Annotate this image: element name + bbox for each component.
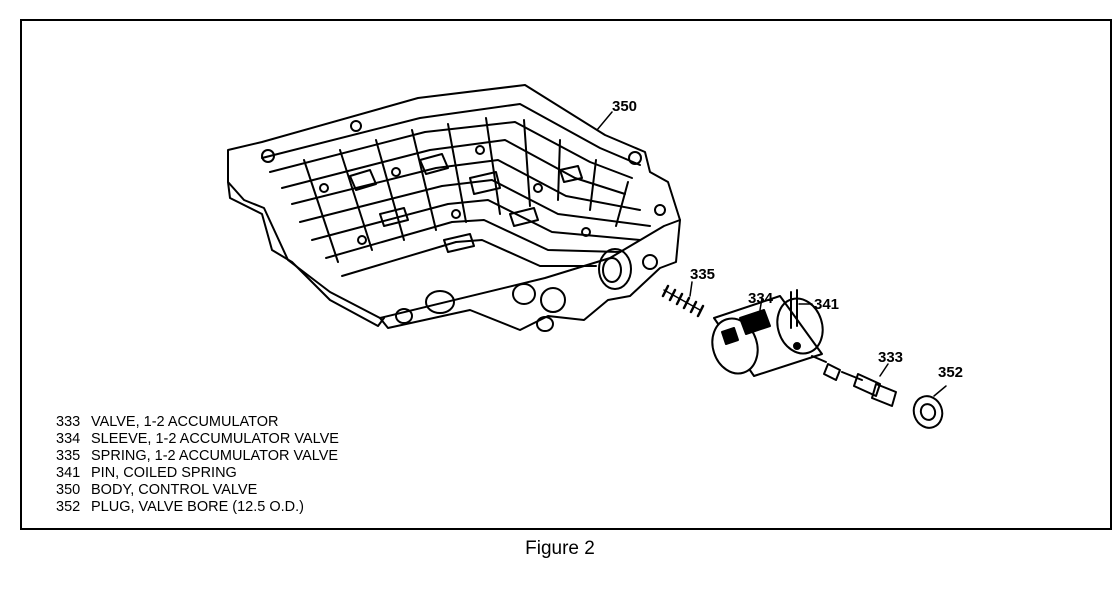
- legend-item-number: 334: [56, 431, 81, 447]
- callout-350: 350: [612, 98, 638, 115]
- legend-item: 334 SLEEVE, 1-2 ACCUMULATOR VALVE: [56, 431, 339, 448]
- legend-item-description: SPRING, 1-2 ACCUMULATOR VALVE: [91, 448, 339, 464]
- sleeve-drawing: [711, 295, 824, 377]
- legend-item: 341 PIN, COILED SPRING: [56, 465, 339, 482]
- callout-341: 341: [814, 296, 840, 313]
- control-valve-body-drawing: [227, 84, 681, 332]
- parts-legend: 333 VALVE, 1-2 ACCUMULATOR 334 SLEEVE, 1-2…: [56, 414, 339, 516]
- figure-frame: [20, 19, 1112, 530]
- legend-item-description: PLUG, VALVE BORE (12.5 O.D.): [91, 499, 305, 515]
- callout-334: 334: [748, 290, 774, 307]
- legend-item-description: VALVE, 1-2 ACCUMULATOR: [91, 414, 279, 430]
- valve-drawing: [811, 355, 897, 407]
- spring-drawing: [661, 281, 705, 318]
- legend-item-description: BODY, CONTROL VALVE: [91, 482, 258, 498]
- legend-item: 350 BODY, CONTROL VALVE: [56, 482, 339, 499]
- callout-333: 333: [878, 349, 904, 366]
- legend-item-description: PIN, COILED SPRING: [91, 465, 237, 481]
- legend-item-number: 333: [56, 414, 81, 430]
- callout-352: 352: [938, 364, 964, 381]
- legend-item: 335 SPRING, 1-2 ACCUMULATOR VALVE: [56, 448, 339, 465]
- legend-item-number: 352: [56, 499, 81, 515]
- legend-item: 352 PLUG, VALVE BORE (12.5 O.D.): [56, 499, 339, 516]
- legend-item: 333 VALVE, 1-2 ACCUMULATOR: [56, 414, 339, 431]
- legend-item-number: 350: [56, 482, 81, 498]
- bore-plug-drawing: [912, 385, 947, 429]
- legend-item-number: 335: [56, 448, 81, 464]
- figure-caption: Figure 2: [525, 538, 595, 559]
- legend-item-description: SLEEVE, 1-2 ACCUMULATOR VALVE: [91, 431, 339, 447]
- legend-item-number: 341: [56, 465, 81, 481]
- coiled-pin-drawing: [790, 289, 813, 329]
- callout-335: 335: [690, 266, 716, 283]
